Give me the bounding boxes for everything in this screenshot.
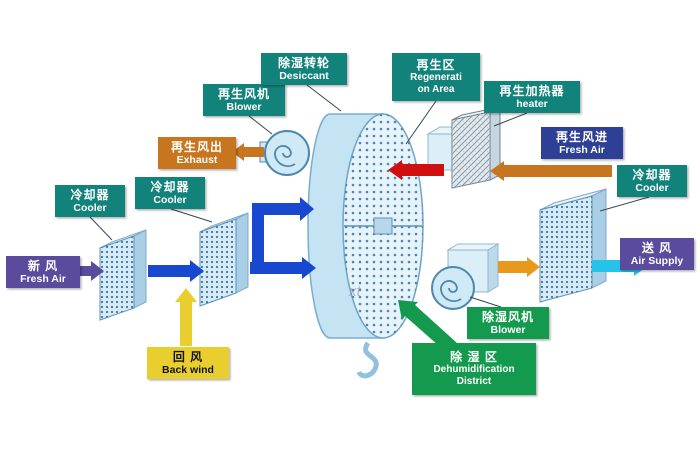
label-cooler-right-en: Cooler <box>635 181 669 194</box>
label-regen-area: 再生区 Regenerati on Area <box>392 53 480 101</box>
label-cooler-right: 冷却器 Cooler <box>617 165 687 197</box>
regen-fan-circle <box>264 130 310 176</box>
label-fresh-air-in-zh: 新 风 <box>27 258 59 273</box>
regen-fan-swirl <box>274 145 296 167</box>
leader-regen-area <box>405 100 437 145</box>
label-regen-area-en2: on Area <box>417 84 455 96</box>
wheel-hub <box>373 217 393 235</box>
leader-cooler-2 <box>170 208 213 223</box>
leader-regen-fan <box>248 115 273 135</box>
dehumid-fan-circle <box>431 266 475 310</box>
label-regen-exhaust-zh: 再生风出 <box>170 139 223 154</box>
label-desiccant-wheel: 除湿转轮 Desiccant <box>261 53 347 85</box>
leader-cooler-1 <box>89 216 113 241</box>
leader-desiccant <box>306 84 342 112</box>
label-cooler-right-zh: 冷却器 <box>632 167 672 182</box>
process-air-arrow-1 <box>148 260 204 282</box>
leader-lines <box>89 84 650 308</box>
cooler-right-graphic <box>539 188 607 303</box>
label-cooler-left-1-zh: 冷却器 <box>70 187 110 202</box>
label-desiccant-wheel-en: Desiccant <box>279 69 329 82</box>
label-regen-air-in-zh: 再生风进 <box>555 129 608 144</box>
label-cooler-left-1: 冷却器 Cooler <box>55 185 125 217</box>
label-fresh-air-in: 新 风 Fresh Air <box>6 256 80 288</box>
label-air-supply-en: Air Supply <box>630 254 684 267</box>
label-dehumid-area-en2: District <box>456 376 492 388</box>
fresh-air-arrow <box>80 261 104 281</box>
label-desiccant-wheel-zh: 除湿转轮 <box>277 55 330 70</box>
label-regen-fan-zh: 再生风机 <box>217 86 270 101</box>
label-regen-fan-en: Blower <box>226 100 262 113</box>
leader-dehumid-fan <box>469 296 502 308</box>
label-dehumid-area: 除 湿 区 Dehumidification District <box>412 343 536 395</box>
label-regen-area-en1: Regenerati <box>410 72 462 84</box>
label-cooler-left-1-en: Cooler <box>73 201 107 214</box>
label-regen-heater: 再生加热器 heater <box>484 81 580 113</box>
label-cooler-left-2: 冷却器 Cooler <box>135 177 205 209</box>
label-return-air: 回 风 Back wind <box>147 347 229 379</box>
dehumid-fan-swirl <box>440 280 462 302</box>
label-fresh-air-in-en: Fresh Air <box>20 272 66 285</box>
label-return-air-en: Back wind <box>162 363 214 376</box>
leader-heater <box>493 112 528 127</box>
label-regen-air-in-en: Fresh Air <box>559 143 605 156</box>
label-regen-area-zh: 再生区 <box>416 58 456 73</box>
ribbon-curl <box>356 341 379 379</box>
label-regen-air-in: 再生风进 Fresh Air <box>541 127 623 159</box>
label-dehumid-area-en1: Dehumidification <box>433 364 515 376</box>
label-cooler-left-2-zh: 冷却器 <box>150 179 190 194</box>
label-dehumid-fan-en: Blower <box>490 323 526 336</box>
watermark-text: xt <box>349 283 361 300</box>
label-regen-exhaust-en: Exhaust <box>176 153 218 166</box>
regen-fan-graphic <box>259 130 310 176</box>
exhaust-arrow <box>232 143 264 161</box>
regen-heated-air-arrow <box>388 160 444 180</box>
return-air-arrow <box>175 288 197 346</box>
regen-heater-graphic <box>426 106 501 189</box>
leader-cooler-right <box>599 196 650 212</box>
regen-air-inlet-arrow <box>490 161 612 181</box>
label-dehumid-fan-zh: 除湿风机 <box>481 309 534 324</box>
cooler-left-1-graphic <box>99 229 147 321</box>
label-dehumid-fan: 除湿风机 Blower <box>467 307 549 339</box>
supply-duct-arrow <box>498 257 540 277</box>
process-air-arrow-2 <box>250 257 316 279</box>
label-regen-fan: 再生风机 Blower <box>203 84 285 116</box>
label-regen-heater-zh: 再生加热器 <box>499 83 565 98</box>
label-air-supply-zh: 送 风 <box>641 240 673 255</box>
label-return-air-zh: 回 风 <box>172 349 204 364</box>
label-regen-exhaust: 再生风出 Exhaust <box>158 137 236 169</box>
dehumid-zone-arrow <box>398 300 457 353</box>
label-cooler-left-2-en: Cooler <box>153 193 187 206</box>
label-air-supply: 送 风 Air Supply <box>620 238 694 270</box>
process-air-elbow-arrow <box>252 197 314 268</box>
label-regen-heater-en: heater <box>516 97 548 110</box>
dehumid-fan-graphic <box>431 243 500 310</box>
label-dehumid-area-zh: 除 湿 区 <box>450 350 498 365</box>
cooler-left-2-graphic <box>199 212 249 307</box>
